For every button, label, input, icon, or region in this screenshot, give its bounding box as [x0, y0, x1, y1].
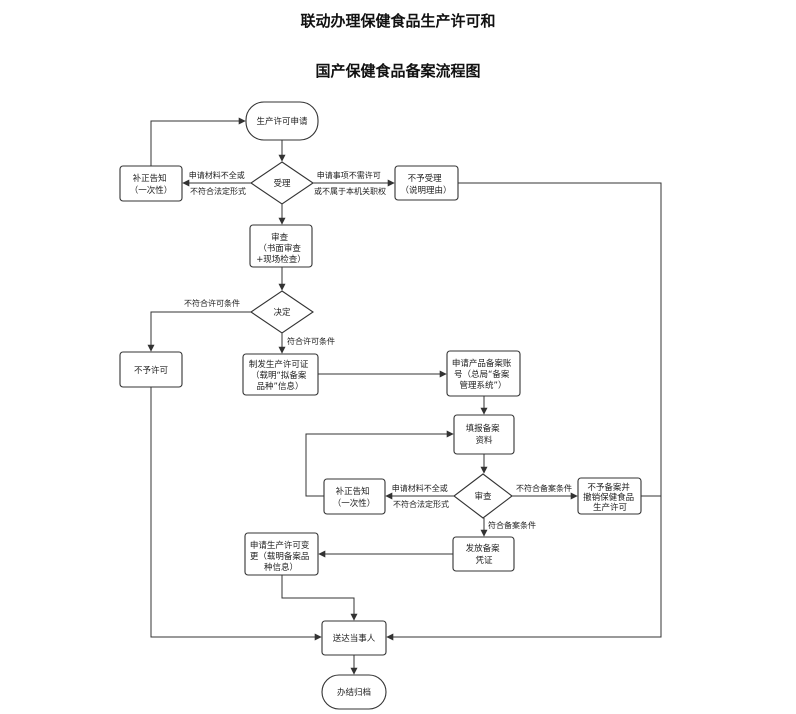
label-fill: 填报备案 资料	[466, 423, 503, 446]
edge-label-incomplete1: 申请材料不全或 不符合法定形式	[189, 170, 248, 196]
edge-label-cond: 符合许可条件	[287, 336, 335, 346]
label-change: 申请生产许可变 更（载明备案品 种信息）	[250, 540, 312, 573]
diagram-title-line-1: 联动办理保健食品生产许可和	[300, 12, 496, 30]
label-account: 申请产品备案账 号（总局“备案 管理系统”）	[452, 358, 514, 391]
edge-label-incomplete2: 申请材料不全或 不符合法定形式	[392, 483, 451, 509]
edge-label-nocond: 不符合许可条件	[184, 298, 240, 308]
node-fill	[453, 414, 515, 455]
label-voucher: 发放备案 凭证	[466, 543, 503, 566]
label-apply: 生产许可申请	[256, 116, 308, 127]
node-audit	[453, 473, 513, 519]
edge-label-nofiling: 不符合备案条件	[516, 483, 572, 493]
label-audit: 审查	[474, 491, 492, 502]
label-deny: 不予许可	[134, 365, 169, 376]
label-decide: 决定	[273, 307, 291, 318]
label-revoke: 不予备案并 撤销保健食品 生产许可	[583, 482, 637, 513]
edge-label-filing: 符合备案条件	[488, 520, 536, 530]
label-review: 审查 （书面审查 +现场检查）	[256, 232, 306, 265]
edge-label-notneed: 申请事项不需许可 或不属于本机关职权	[314, 170, 386, 196]
edge-reject-deliver	[386, 182, 662, 641]
node-archive	[321, 674, 387, 710]
edge-correct2-fill	[305, 430, 454, 497]
label-deliver: 送达当事人	[333, 633, 376, 644]
edge-decide-deny	[147, 311, 251, 352]
label-correct1: 补正告知 （一次性）	[130, 173, 173, 196]
label-correct2: 补正告知 （一次性）	[333, 486, 376, 509]
label-accept: 受理	[273, 178, 291, 189]
label-issue: 制发生产许可证 （载明“拟备案 品种”信息）	[249, 359, 311, 392]
node-review	[249, 224, 313, 268]
label-reject: 不予受理 （说明理由）	[400, 173, 451, 196]
label-archive: 办结归档	[337, 687, 371, 698]
edge-correct1-apply	[150, 117, 246, 166]
edge-change-deliver	[281, 575, 358, 621]
edge-deny-deliver	[150, 387, 322, 641]
diagram-title-line-2: 国产保健食品备案流程图	[315, 62, 481, 80]
